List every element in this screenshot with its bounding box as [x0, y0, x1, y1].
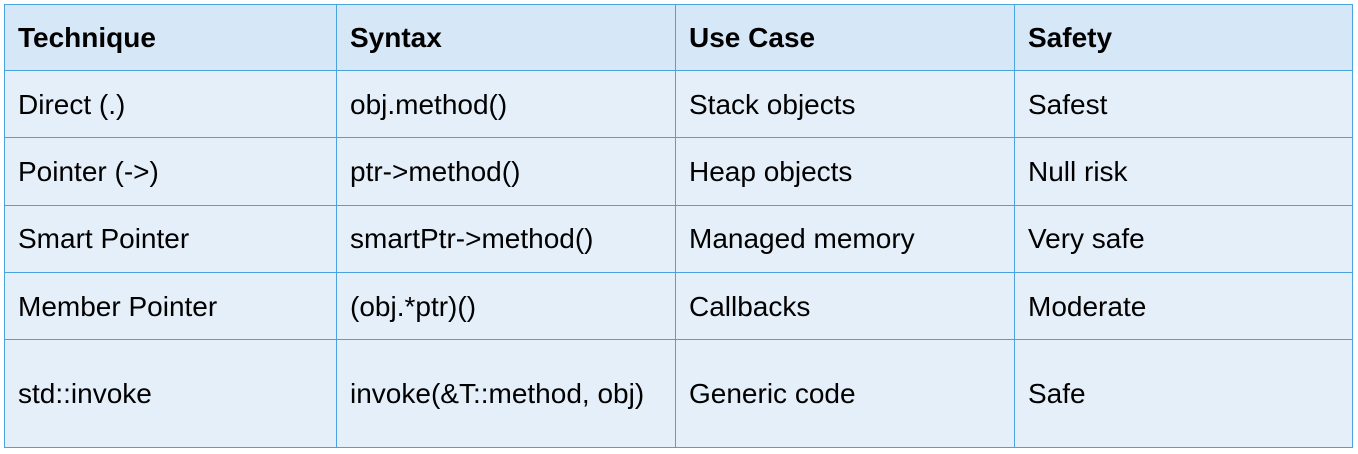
cell-use-case: Generic code: [675, 339, 1015, 448]
table-row: Direct (.) obj.method() Stack objects Sa…: [4, 69, 1353, 139]
cell-safety: Null risk: [1014, 137, 1353, 206]
table-row: Pointer (->) ptr->method() Heap objects …: [4, 137, 1353, 206]
cell-safety: Safe: [1014, 339, 1353, 448]
table-row: Member Pointer (obj.*ptr)() Callbacks Mo…: [4, 272, 1353, 341]
cell-technique: Pointer (->): [4, 137, 337, 206]
cell-use-case: Heap objects: [675, 137, 1015, 206]
cell-safety: Very safe: [1014, 204, 1353, 274]
cell-syntax: smartPtr->method(): [336, 204, 676, 274]
cell-syntax: ptr->method(): [336, 137, 676, 206]
table-row: std::invoke invoke(&T::method, obj) Gene…: [4, 339, 1353, 448]
cell-technique: Smart Pointer: [4, 204, 337, 274]
cell-technique: Direct (.): [4, 69, 337, 139]
cell-syntax: invoke(&T::method, obj): [336, 339, 676, 448]
table-row: Smart Pointer smartPtr->method() Managed…: [4, 204, 1353, 274]
comparison-table-container: Technique Syntax Use Case Safety Direct …: [4, 4, 1353, 448]
table-header-row: Technique Syntax Use Case Safety: [4, 4, 1353, 71]
header-syntax: Syntax: [336, 4, 676, 71]
cell-use-case: Managed memory: [675, 204, 1015, 274]
cell-use-case: Callbacks: [675, 272, 1015, 341]
header-use-case: Use Case: [675, 4, 1015, 71]
cell-syntax: (obj.*ptr)(): [336, 272, 676, 341]
comparison-table: Technique Syntax Use Case Safety Direct …: [4, 4, 1353, 448]
cell-technique: Member Pointer: [4, 272, 337, 341]
cell-safety: Safest: [1014, 69, 1353, 139]
cell-use-case: Stack objects: [675, 69, 1015, 139]
cell-safety: Moderate: [1014, 272, 1353, 341]
header-safety: Safety: [1014, 4, 1353, 71]
header-technique: Technique: [4, 4, 337, 71]
cell-syntax: obj.method(): [336, 69, 676, 139]
cell-technique: std::invoke: [4, 339, 337, 448]
